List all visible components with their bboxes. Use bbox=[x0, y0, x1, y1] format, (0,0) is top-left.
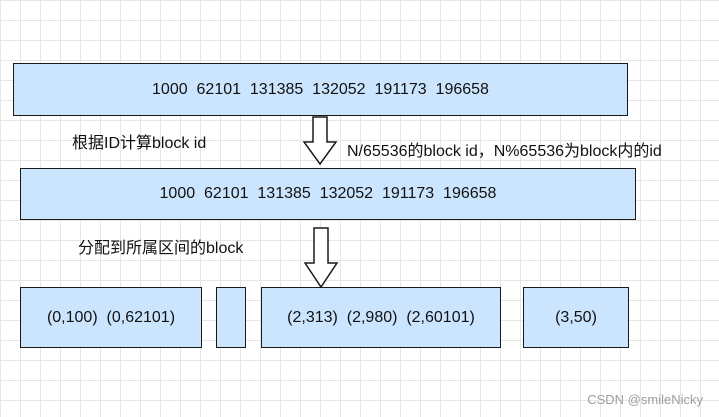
watermark: CSDN @smileNicky bbox=[587, 392, 703, 407]
compute-block-id-label: 根据ID计算block id bbox=[72, 135, 207, 152]
block-0-box: (0,100) (0,62101) bbox=[20, 287, 202, 348]
id-list-text: 1000 62101 131385 132052 191173 196658 bbox=[152, 80, 489, 98]
assign-block-label: 分配到所属区间的block bbox=[78, 240, 244, 257]
down-arrow-2 bbox=[303, 227, 339, 289]
block-2-box: (2,313) (2,980) (2,60101) bbox=[261, 287, 501, 348]
block-1-box bbox=[216, 287, 246, 348]
block-3-box: (3,50) bbox=[523, 287, 629, 348]
block-3-text: (3,50) bbox=[555, 308, 597, 326]
down-arrow-1 bbox=[302, 116, 338, 166]
block-2-text: (2,313) (2,980) (2,60101) bbox=[287, 308, 475, 326]
block-id-formula-label: N/65536的block id，N%65536为block内的id bbox=[347, 143, 662, 160]
id-list-text-2: 1000 62101 131385 132052 191173 196658 bbox=[159, 185, 497, 202]
id-list-box: 1000 62101 131385 132052 191173 196658 bbox=[13, 63, 628, 116]
block-0-text: (0,100) (0,62101) bbox=[46, 308, 176, 326]
id-list-box-2: 1000 62101 131385 132052 191173 196658 bbox=[20, 168, 636, 220]
